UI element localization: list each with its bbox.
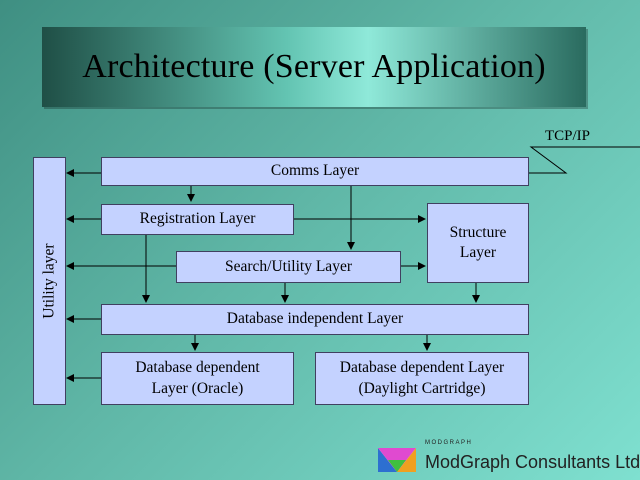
registration-layer-box: Registration Layer — [101, 204, 294, 235]
database-daylight-layer-box: Database dependent Layer (Daylight Cartr… — [315, 352, 529, 405]
search-utility-layer-label: Search/Utility Layer — [225, 257, 352, 275]
logo-small-text: MODGRAPH — [425, 440, 473, 446]
logo-company-name: ModGraph Consultants Ltd — [425, 452, 640, 472]
page-title: Architecture (Server Application) — [82, 48, 546, 85]
structure-layer-box: Structure Layer — [427, 203, 529, 283]
comms-layer-label: Comms Layer — [270, 162, 360, 180]
database-daylight-layer-label: Database dependent Layer (Daylight Cartr… — [339, 359, 505, 397]
modgraph-logo-icon — [378, 448, 416, 472]
search-utility-layer-box: Search/Utility Layer — [176, 251, 401, 283]
structure-layer-label: Structure Layer — [449, 223, 507, 261]
database-independent-layer-label: Database independent Layer — [226, 310, 404, 328]
database-oracle-layer-box: Database dependent Layer (Oracle) — [101, 352, 294, 405]
comms-layer-box: Comms Layer — [101, 157, 529, 186]
registration-layer-label: Registration Layer — [139, 210, 256, 228]
utility-layer-box: Utility layer — [33, 157, 66, 405]
modgraph-logo: MODGRAPH ModGraph Consultants Ltd — [378, 440, 640, 476]
tcp-ip-connector — [528, 146, 640, 174]
database-oracle-layer-label: Database dependent Layer (Oracle) — [135, 359, 260, 397]
database-independent-layer-box: Database independent Layer — [101, 304, 529, 335]
title-banner: Architecture (Server Application) — [42, 27, 586, 107]
utility-layer-label: Utility layer — [40, 243, 58, 319]
tcp-ip-label: TCP/IP — [545, 128, 591, 144]
